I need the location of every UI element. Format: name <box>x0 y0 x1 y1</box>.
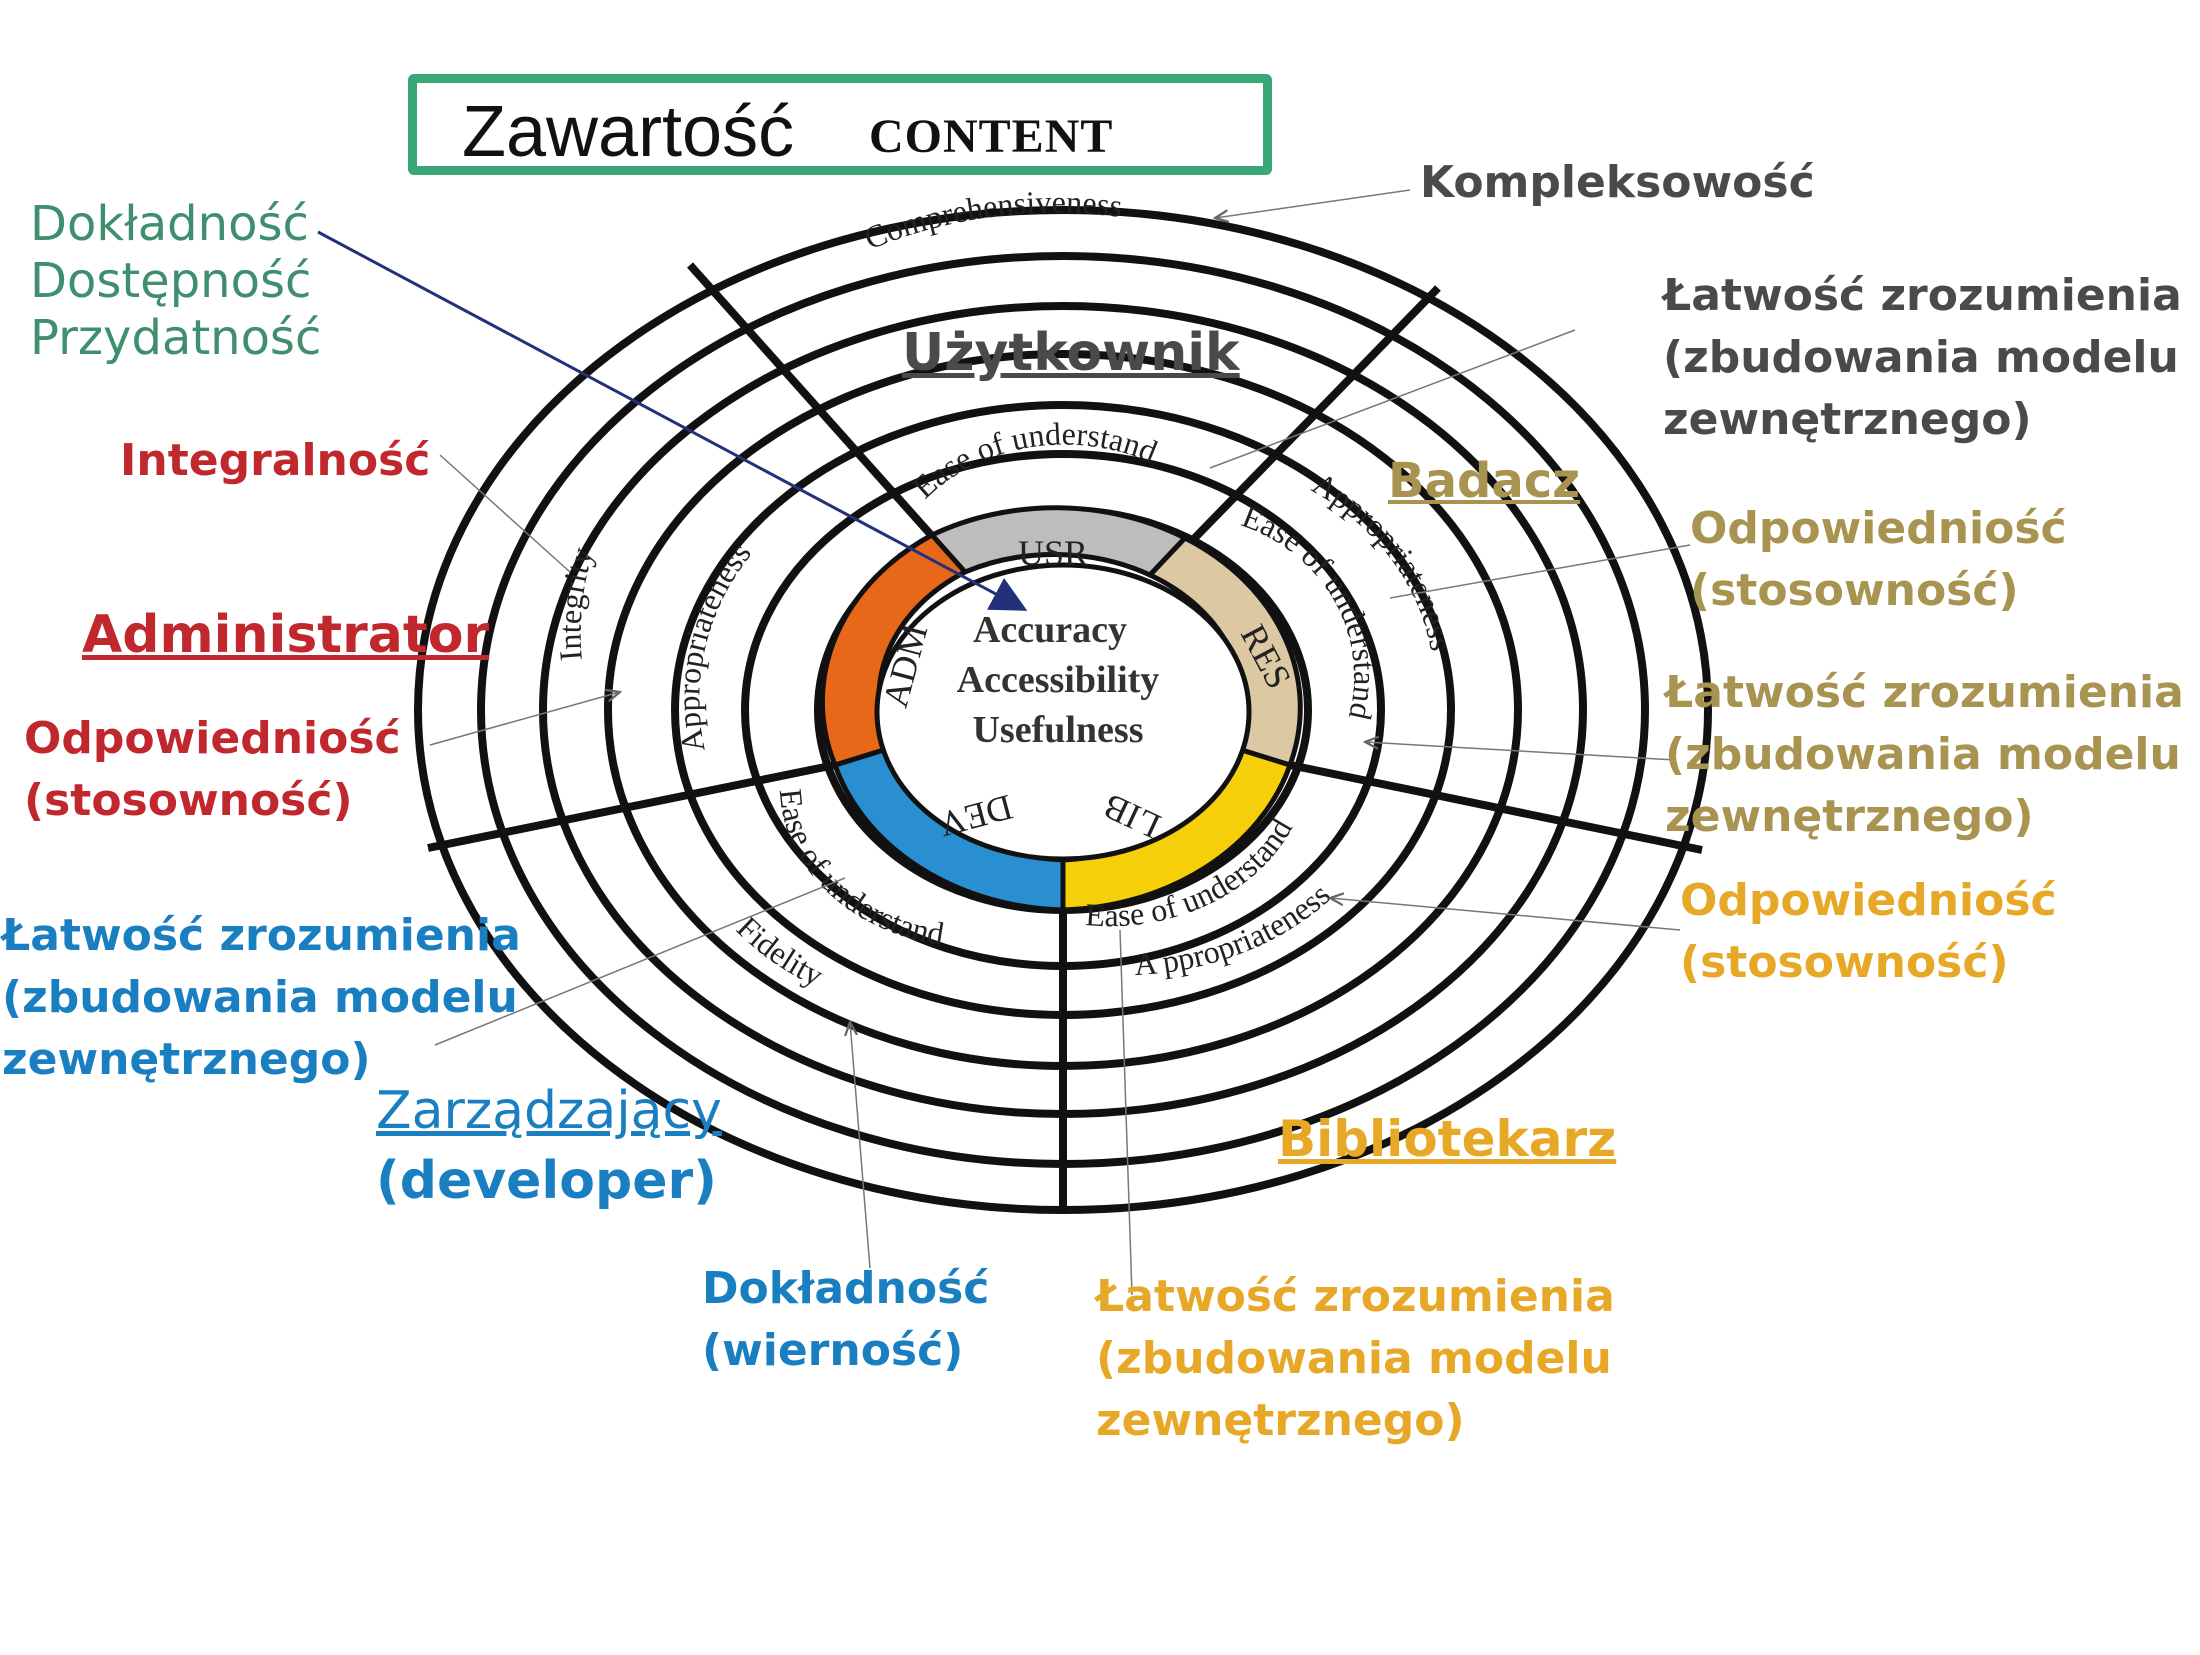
quality-accessibility: Dostępność <box>30 253 312 309</box>
center-ellipse <box>874 562 1252 862</box>
label-kompleksowosc: Kompleksowość <box>1420 157 1815 208</box>
quality-accuracy: Dokładność <box>30 196 309 252</box>
lib-appropriateness-label: Odpowiedniość (stosowność) <box>1680 875 2057 988</box>
title-sub: CONTENT <box>869 110 1114 163</box>
ring-comprehensiveness: Comprehensiveness <box>859 184 1124 257</box>
usr-label: USR <box>1018 533 1088 573</box>
role-segments <box>819 505 1303 913</box>
label-integralnosc: Integralność <box>120 435 431 486</box>
role-bibliotekarz: Bibliotekarz <box>1278 1110 1617 1168</box>
title-box: Zawartość CONTENT <box>408 74 1272 175</box>
dev-fidelity-label: Dokładność (wierność) <box>702 1263 990 1376</box>
adm-appropriateness-label: Odpowiedniość (stosowność) <box>24 713 401 826</box>
res-appropriateness-label: Odpowiedniość (stosowność) <box>1690 503 2067 616</box>
role-badacz: Badacz <box>1388 453 1581 509</box>
title-main: Zawartość <box>462 92 795 172</box>
lib-ease-label: Łatwość zrozumienia (zbudowania modelu z… <box>1096 1271 1615 1446</box>
role-administrator: Administrator <box>82 605 490 665</box>
center-accessibility: Accessibility <box>957 659 1160 701</box>
role-uzytkownik: Użytkownik <box>902 323 1240 383</box>
dev-ease-label: Łatwość zrozumienia (zbudowania modelu z… <box>2 910 521 1085</box>
role-developer: (developer) <box>376 1151 717 1211</box>
quality-usefulness: Przydatność <box>30 310 322 366</box>
role-zarzadzajacy: Zarządzający <box>376 1081 722 1141</box>
content-arrow <box>317 230 1028 611</box>
leader-lines <box>429 189 1691 1296</box>
res-ease-label: Łatwość zrozumienia (zbudowania modelu z… <box>1665 667 2184 842</box>
content-qualities: Dokładność Dostępność Przydatność <box>30 196 321 367</box>
center-accuracy: Accuracy <box>973 609 1127 651</box>
center-usefulness: Usefulness <box>972 709 1143 751</box>
usr-ease-label: Łatwość zrozumienia (zbudowania modelu z… <box>1663 270 2182 445</box>
